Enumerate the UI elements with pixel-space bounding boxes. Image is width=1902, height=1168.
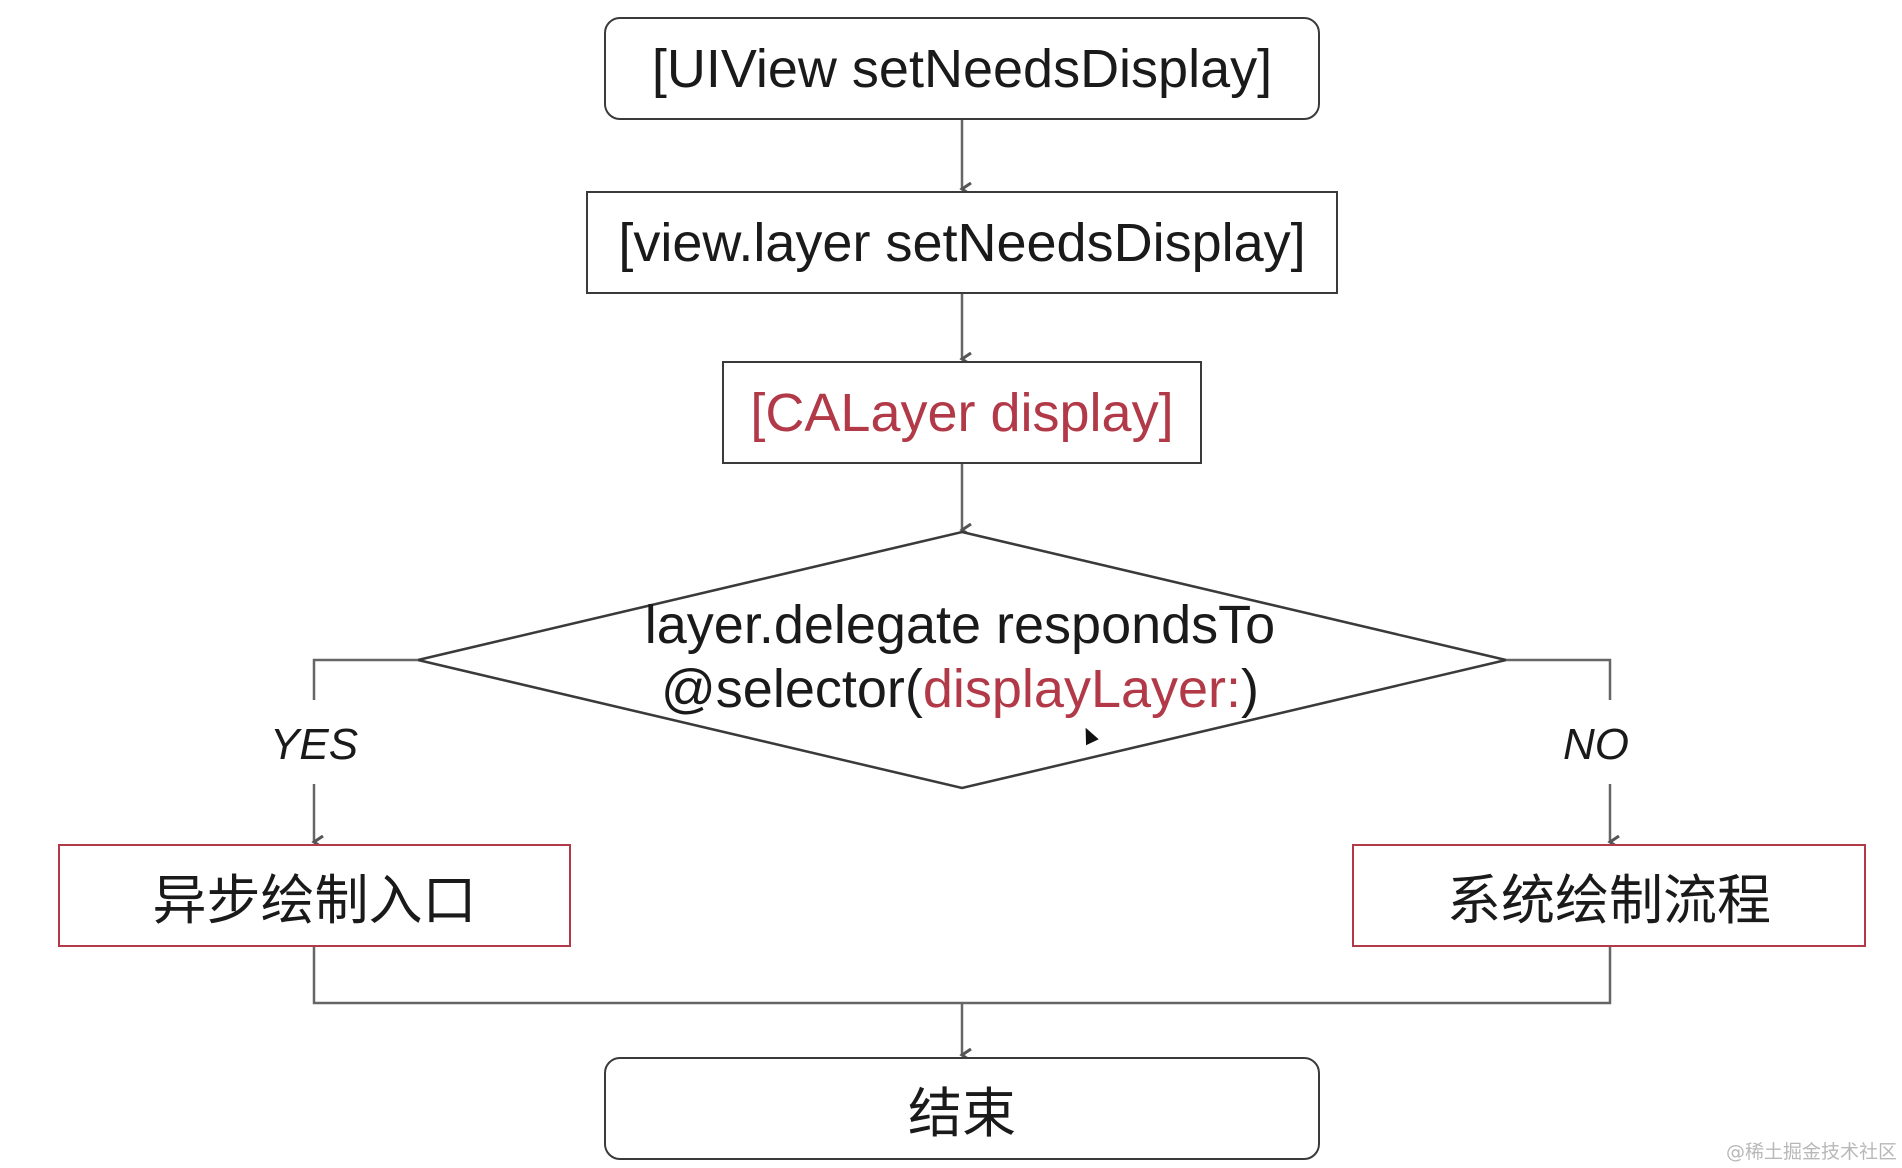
start-node-label: [UIView setNeedsDisplay] <box>651 38 1273 99</box>
no-branch-line-top <box>1506 658 1612 700</box>
decision-text: layer.delegate respondsTo @selector(disp… <box>560 593 1360 721</box>
start-node: [UIView setNeedsDisplay] <box>604 17 1320 120</box>
calayer-display-label: [CALayer display] <box>750 382 1174 443</box>
system-draw-flow-node: 系统绘制流程 <box>1352 844 1866 947</box>
decision-diamond <box>417 530 1507 790</box>
yes-branch-label: YES <box>270 720 359 769</box>
decision-line-2: @selector(displayLayer:) <box>560 657 1360 721</box>
decision-line-2-highlight: displayLayer: <box>922 659 1242 719</box>
async-draw-entry-label: 异步绘制入口 <box>152 869 477 932</box>
layer-set-needs-display-label: [view.layer setNeedsDisplay] <box>618 212 1306 273</box>
end-node-label: 结束 <box>908 1082 1016 1145</box>
system-draw-flow-label: 系统绘制流程 <box>1447 869 1771 932</box>
calayer-display-node: [CALayer display] <box>722 361 1202 464</box>
decision-line-2-prefix: @selector( <box>660 659 923 719</box>
end-node: 结束 <box>604 1057 1320 1160</box>
no-branch-label: NO <box>1563 720 1629 769</box>
decision-line-1: layer.delegate respondsTo <box>644 595 1276 655</box>
async-draw-entry-node: 异步绘制入口 <box>58 844 571 947</box>
layer-set-needs-display-node: [view.layer setNeedsDisplay] <box>586 191 1338 294</box>
merge-line-right <box>962 947 1612 1005</box>
merge-line-left <box>312 947 962 1005</box>
yes-branch-line-top <box>312 658 418 700</box>
watermark: @稀土掘金技术社区 <box>1725 1141 1897 1163</box>
decision-line-2-suffix: ) <box>1241 659 1260 719</box>
